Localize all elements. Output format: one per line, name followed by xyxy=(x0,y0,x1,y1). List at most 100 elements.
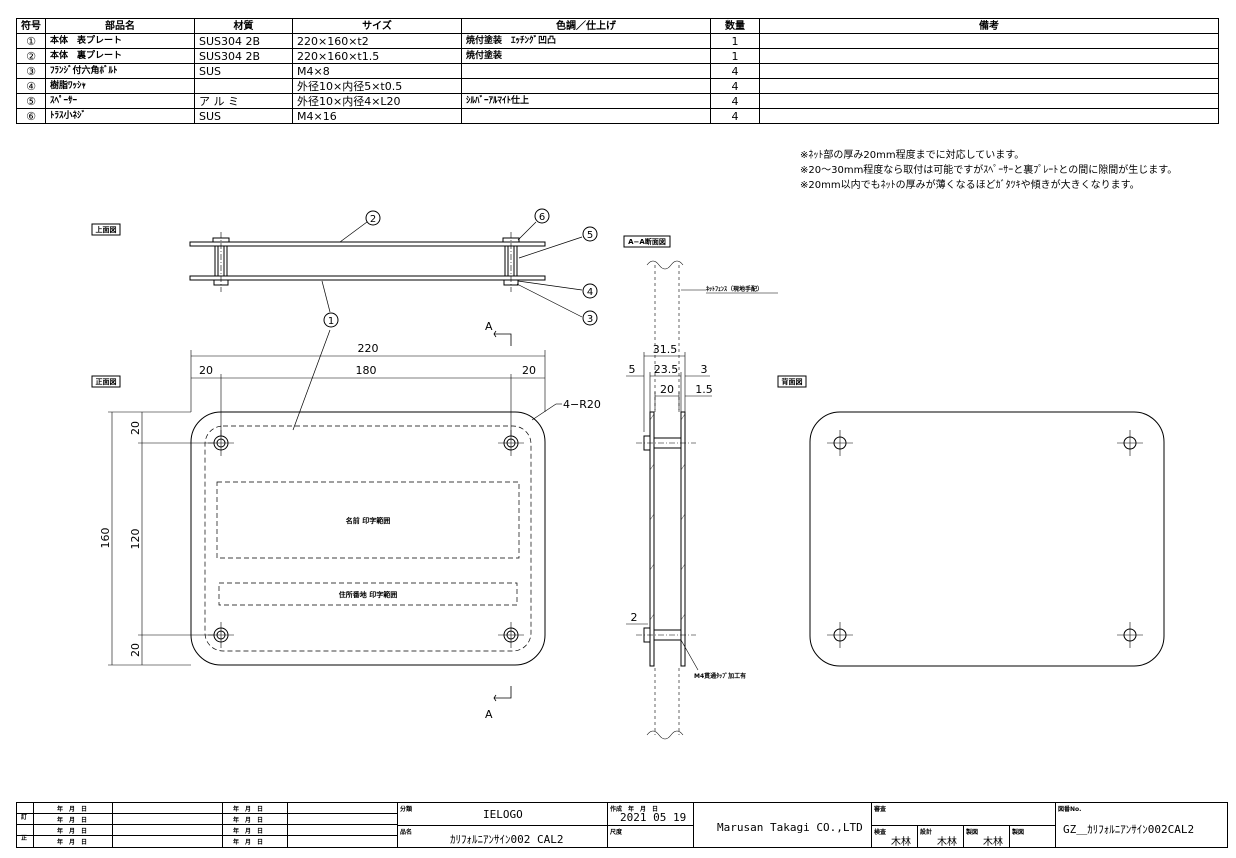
design-name: 木林 xyxy=(937,837,957,848)
dim-bottom-inset: 20 xyxy=(129,643,142,657)
top-view xyxy=(189,221,583,431)
view-label-back: 背面図 xyxy=(777,375,807,388)
section-letter-bottom: A xyxy=(485,708,493,721)
horizontal-dimensions xyxy=(190,350,546,436)
approval-label: 審査 xyxy=(874,806,887,813)
dim-top-inset: 20 xyxy=(129,421,142,435)
row-note xyxy=(759,108,1219,124)
view-label-front: 正面図 xyxy=(91,375,121,388)
drawing-no: GZ＿ｶﾘﾌｫﾙﾆｱﾝｻｲﾝ002CAL2 xyxy=(1063,823,1195,836)
draw-name: 木林 xyxy=(983,837,1003,848)
section-mark-top xyxy=(493,330,512,346)
front-plate-top xyxy=(189,275,546,281)
dim-section-left: 5 xyxy=(629,363,636,376)
callout-5: 5 xyxy=(582,226,598,242)
vertical-dimensions xyxy=(108,411,214,666)
svg-text:背面図: 背面図 xyxy=(782,377,803,386)
dim-height: 160 xyxy=(99,528,112,549)
callout-2: 2 xyxy=(365,210,381,226)
company-name: Marusan Takagi CO.,LTD xyxy=(717,821,863,834)
net-break-lines xyxy=(646,260,684,740)
revision-date: 年 月 日 xyxy=(57,817,88,824)
hole-bottom-right xyxy=(498,622,524,648)
row-material: ア ル ミ xyxy=(194,93,293,109)
section-front-plate xyxy=(649,411,655,667)
dim-section-washer: 2 xyxy=(631,611,638,624)
back-plate-top xyxy=(189,241,546,247)
front-plate-outline xyxy=(190,411,546,666)
revision-date: 年 月 日 xyxy=(57,828,88,835)
plate-hatch xyxy=(649,413,686,621)
svg-text:2: 2 xyxy=(370,214,376,225)
row-material: SUS xyxy=(194,108,293,124)
dim-width: 220 xyxy=(358,342,379,355)
revision-date: 年 月 日 xyxy=(233,839,264,846)
category-label: 分類 xyxy=(400,806,413,813)
back-hole-top-left xyxy=(827,430,853,456)
callout-6: 6 xyxy=(534,208,550,224)
section-dimensions xyxy=(626,352,712,625)
address-area xyxy=(218,582,518,606)
scale-label: 尺度 xyxy=(610,829,623,836)
trace-label: 製図 xyxy=(1012,829,1025,836)
back-view xyxy=(809,411,1165,667)
drawing-no-label: 図番No. xyxy=(1058,806,1082,813)
back-hole-bottom-left xyxy=(827,622,853,648)
svg-text:正面図: 正面図 xyxy=(96,377,117,386)
dim-left-inset: 20 xyxy=(199,364,213,377)
front-view: 名前 印字範囲 住所番地 印字範囲 220 20 180 20 xyxy=(99,320,601,721)
spacer-right xyxy=(502,232,520,292)
view-label-section: A−A断面図 xyxy=(623,235,671,248)
check-label: 検査 xyxy=(874,829,887,836)
revision-mark: 訂 xyxy=(21,814,28,821)
callout-3: 3 xyxy=(582,310,598,326)
row-size: 外径10×内径5×t0.5 xyxy=(292,78,462,94)
created-date: 2021 05 19 xyxy=(620,811,687,824)
view-label-top: 上面図 xyxy=(91,223,121,236)
svg-text:4: 4 xyxy=(587,287,593,298)
spacer-left xyxy=(212,232,230,292)
svg-text:上面図: 上面図 xyxy=(96,225,117,234)
net-label: ﾈｯﾄﾌｪﾝｽ（現地手配） xyxy=(706,285,763,293)
name-area xyxy=(216,481,520,559)
note-line: ※20mm以内でもﾈｯﾄの厚みが薄くなるほどｶﾞﾀﾂｷや傾きが大きくなります。 xyxy=(800,180,1140,191)
section-back-plate xyxy=(680,411,686,667)
section-letter-top: A xyxy=(485,320,493,333)
section-bolt-bottom xyxy=(636,627,696,643)
back-hole-bottom-right xyxy=(1117,622,1143,648)
title-block: 訂 正 年 月 日 年 月 日 年 月 日 年 月 日 年 月 日 年 月 日 … xyxy=(16,802,1228,848)
address-area-label: 住所番地 印字範囲 xyxy=(339,590,397,599)
parts-table-header: 符号 部品名 材質 サイズ 色調／仕上げ 数量 備考 xyxy=(16,18,1219,34)
row-size: 外径10×内径4×L20 xyxy=(292,93,462,109)
dim-section-inner: 20 xyxy=(660,383,674,396)
revision-date: 年 月 日 xyxy=(233,806,264,813)
etching-outline xyxy=(204,425,532,652)
notes: ※ﾈｯﾄ部の厚み20mm程度までに対応しています。 ※20～30mm程度なら取付… xyxy=(800,148,1177,193)
svg-text:A−A断面図: A−A断面図 xyxy=(628,237,666,246)
dim-radius: 4−R20 xyxy=(563,398,601,411)
dim-right-inset: 20 xyxy=(522,364,536,377)
dim-section-total: 31.5 xyxy=(653,343,678,356)
svg-text:3: 3 xyxy=(587,314,593,325)
section-view: ﾈｯﾄﾌｪﾝｽ（現地手配） xyxy=(626,260,778,740)
category-value: IELOGO xyxy=(483,808,523,821)
technical-drawing: 上面図 正面図 背面図 A−A断面図 xyxy=(91,208,1165,740)
draw-label: 製図 xyxy=(966,829,979,836)
section-mark-bottom xyxy=(493,686,512,702)
dim-mid: 120 xyxy=(129,529,142,550)
row-size: 220×160×t2 xyxy=(292,33,462,49)
revision-date: 年 月 日 xyxy=(233,828,264,835)
revision-date: 年 月 日 xyxy=(57,839,88,846)
callout-4: 4 xyxy=(582,283,598,299)
name-area-label: 名前 印字範囲 xyxy=(346,516,390,525)
table-row: ④ 樹脂ﾜｯｼｬ 外径10×内径5×t0.5 4 xyxy=(16,78,1219,94)
back-plate-outline xyxy=(809,411,1165,667)
check-name: 木林 xyxy=(891,837,911,848)
note-line: ※20～30mm程度なら取付は可能ですがｽﾍﾟｰｻｰと裏ﾌﾟﾚｰﾄとの間に隙間が… xyxy=(800,165,1178,176)
svg-text:6: 6 xyxy=(539,212,545,223)
revision-mark: 正 xyxy=(21,835,28,842)
section-bolt-top xyxy=(636,435,696,451)
revision-date: 年 月 日 xyxy=(57,806,88,813)
dim-section-middle: 23.5 xyxy=(654,363,679,376)
row-no: ⑥ xyxy=(16,108,46,124)
